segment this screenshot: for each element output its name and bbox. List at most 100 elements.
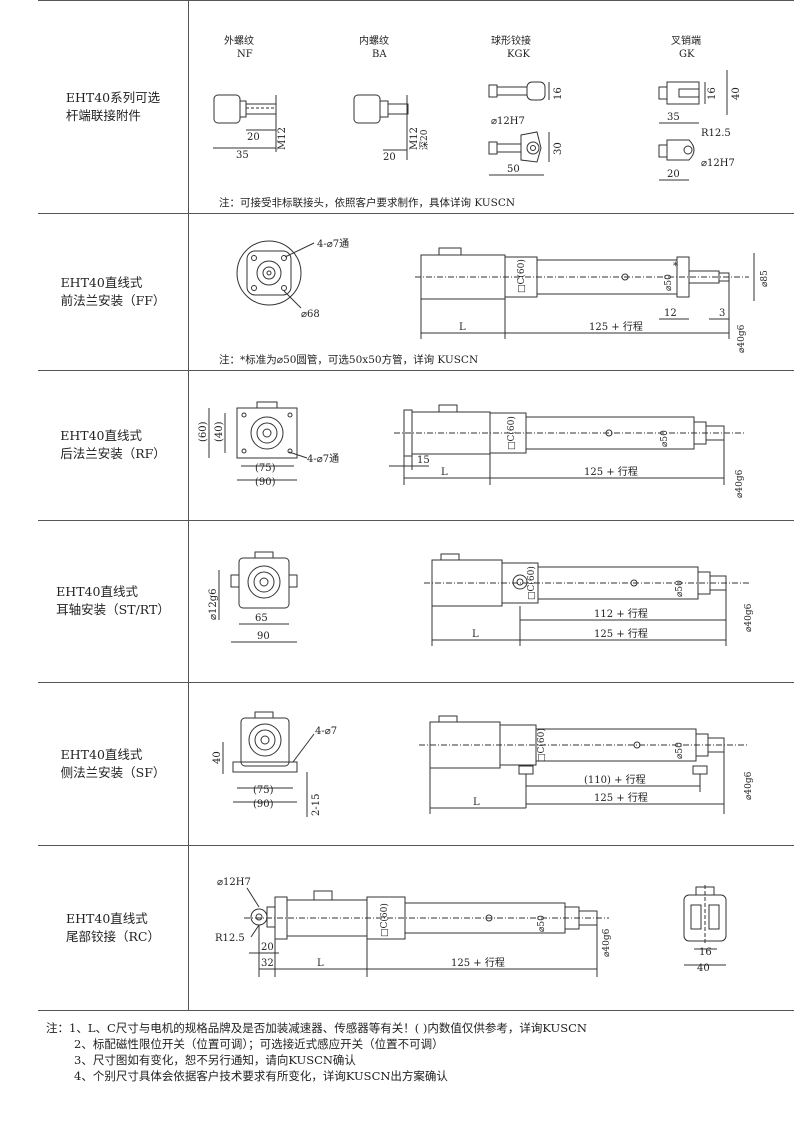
rc-svg: ⌀12H7 R12.5 □C(60) ⌀50: [215, 877, 727, 977]
ff-dim-3: 3: [719, 308, 725, 319]
sf-dim-c: □C(60): [536, 728, 547, 762]
st-svg: ⌀12g6 65 90 □C(60) ⌀50: [208, 551, 754, 646]
row1-note: 注：可接受非标联接头，依照客户要求制作，具体详询 KUSCN: [219, 196, 515, 209]
row-label: EHT40直线式侧法兰安装（SF）: [38, 682, 189, 845]
st-dim-stroke: 125 + 行程: [594, 627, 648, 640]
acc-gk-dim-16: 16: [707, 87, 718, 100]
acc-ba-dim-m12: M12: [409, 127, 420, 150]
rc-dim-c: □C(60): [379, 903, 390, 937]
acc-kgk-code: KGK: [507, 49, 530, 60]
rc-dim-bore: ⌀12H7: [217, 877, 251, 888]
st-dim-90: 90: [257, 631, 270, 642]
rf-dim-l: L: [441, 467, 448, 478]
row-front-flange: EHT40直线式前法兰安装（FF） 4-⌀7通 ⌀68: [38, 213, 794, 371]
rf-drawing: (60) (40) 4-⌀7通 (75) (90): [189, 370, 794, 520]
rc-dim-r: R12.5: [215, 933, 245, 944]
acc-kgk-dim-30: 30: [553, 142, 564, 155]
rc-dim-l: L: [317, 958, 324, 969]
sf-dim-90: (90): [253, 799, 274, 810]
label-line-1: EHT40直线式: [60, 428, 142, 443]
ff-dim-star: *: [673, 261, 678, 272]
label-line-2: 杆端联接附件: [65, 107, 141, 123]
row2-note: 注：*标准为⌀50圆管，可选50x50方管，详询 KUSCN: [219, 353, 478, 366]
sf-dim-stroke: 125 + 行程: [594, 791, 648, 804]
st-dim-l: L: [472, 629, 479, 640]
ff-dim-holes: 4-⌀7通: [317, 238, 349, 250]
row-label: EHT40直线式后法兰安装（RF）: [38, 370, 189, 520]
ff-dim-c: □C(60): [516, 259, 527, 293]
acc-nf-dim-m12: M12: [277, 127, 288, 150]
st-drawing: ⌀12g6 65 90 □C(60) ⌀50: [189, 520, 794, 682]
acc-ba-dim-depth: 深20: [419, 129, 430, 150]
rc-dim-50: ⌀50: [537, 915, 547, 932]
rf-dim-60: (60): [198, 421, 209, 442]
ff-svg: 4-⌀7通 ⌀68 □C(60) ⌀50 *: [219, 238, 770, 366]
acc-nf-dim-35: 35: [236, 150, 249, 161]
rf-dim-50: ⌀50: [660, 430, 670, 447]
label-line-2: 后法兰安装（RF）: [60, 446, 166, 461]
ff-dim-12: 12: [664, 308, 677, 319]
accessories-drawing: 外螺纹 NF 20 35 M12 内螺纹 BA: [189, 0, 794, 213]
acc-gk-dim-35: 35: [667, 112, 680, 123]
sf-dim-50: ⌀50: [675, 742, 685, 759]
ff-dim-50: ⌀50: [664, 274, 674, 291]
footnote-2: 2、标配磁性限位开关（位置可调）；可选接近式感应开关（位置不可调）: [74, 1037, 444, 1051]
acc-kgk-dim-50: 50: [507, 164, 520, 175]
acc-kgk-dim-bore: ⌀12H7: [491, 116, 525, 127]
label-line-2: 前法兰安装（FF）: [60, 292, 166, 308]
acc-gk-code: GK: [679, 49, 695, 60]
rf-svg: (60) (40) 4-⌀7通 (75) (90): [198, 401, 745, 498]
rc-dim-stroke: 125 + 行程: [451, 956, 505, 969]
acc-ba-dim-20: 20: [383, 152, 396, 163]
sf-dim-holes: 4-⌀7: [315, 726, 337, 737]
row-rear-flange: EHT40直线式后法兰安装（RF） (60) (40) 4-⌀7通 (75): [38, 370, 794, 521]
ff-dim-stroke: 125 + 行程: [589, 320, 643, 333]
row-label: EHT40系列可选杆端联接附件: [38, 0, 189, 213]
rf-dim-75: (75): [255, 463, 276, 474]
row-rear-clevis: EHT40直线式尾部铰接（RC） ⌀12H7 R12.5: [38, 845, 794, 1011]
rc-dim-40: 40: [697, 963, 710, 974]
acc-kgk-dim-16: 16: [553, 87, 564, 100]
row-label: EHT40直线式尾部铰接（RC）: [38, 845, 189, 1010]
footnote-3: 3、尺寸图如有变化，恕不另行通知，请向KUSCN确认: [74, 1053, 356, 1067]
st-dim-rod: ⌀40g6: [744, 603, 754, 632]
acc-gk-name: 叉销端: [671, 34, 701, 47]
ff-drawing: 4-⌀7通 ⌀68 □C(60) ⌀50 *: [189, 213, 794, 370]
st-dim-65: 65: [255, 613, 268, 624]
row-label: EHT40直线式前法兰安装（FF）: [38, 213, 189, 370]
label-line-1: EHT40直线式: [60, 746, 143, 762]
rc-drawing: ⌀12H7 R12.5 □C(60) ⌀50: [189, 845, 794, 1010]
rf-dim-rod: ⌀40g6: [735, 469, 745, 498]
acc-kgk-name: 球形铰接: [491, 34, 531, 47]
label-line-2: 耳轴安装（ST/RT）: [56, 602, 170, 617]
rf-dim-90: (90): [255, 477, 276, 488]
sf-dim-110: (110) + 行程: [584, 773, 646, 786]
rf-dim-c: □C(60): [506, 416, 517, 450]
st-dim-c: □C(60): [526, 566, 537, 600]
rf-dim-holes: 4-⌀7通: [307, 453, 339, 465]
rc-dim-rod: ⌀40g6: [602, 928, 612, 957]
ff-dim-68: ⌀68: [301, 309, 320, 320]
st-dim-112: 112 + 行程: [594, 607, 648, 620]
acc-nf-code: NF: [237, 49, 253, 60]
row-side-flange: EHT40直线式侧法兰安装（SF） 4-⌀7 40 (75) (90): [38, 682, 794, 846]
label-line-1: EHT40直线式: [66, 910, 148, 926]
footnotes: 注：1、L、C尺寸与电机的规格品牌及是否加装减速器、传感器等有关！( )内数值仅…: [46, 1020, 587, 1084]
rc-dim-16: 16: [699, 947, 712, 958]
acc-gk-dim-20: 20: [667, 169, 680, 180]
rc-dim-32: 32: [261, 958, 274, 969]
label-line-2: 尾部铰接（RC）: [66, 928, 160, 944]
label-line-1: EHT40直线式: [56, 584, 138, 599]
sf-svg: 4-⌀7 40 (75) (90) 2-15: [212, 711, 754, 817]
acc-ba-code: BA: [372, 49, 387, 60]
rf-dim-15: 15: [417, 455, 430, 466]
rc-dim-20: 20: [261, 942, 274, 953]
sf-dim-75: (75): [253, 785, 274, 796]
ff-dim-rod: ⌀40g6: [737, 324, 747, 353]
acc-gk-dim-bore: ⌀12H7: [701, 158, 735, 169]
sf-dim-rod: ⌀40g6: [744, 771, 754, 800]
top-border: [38, 0, 794, 1]
row-accessories: EHT40系列可选杆端联接附件 外螺纹 NF 20 35 M12: [38, 0, 794, 214]
accessories-svg: 外螺纹 NF 20 35 M12 内螺纹 BA: [213, 34, 742, 209]
acc-nf-name: 外螺纹: [224, 34, 254, 47]
